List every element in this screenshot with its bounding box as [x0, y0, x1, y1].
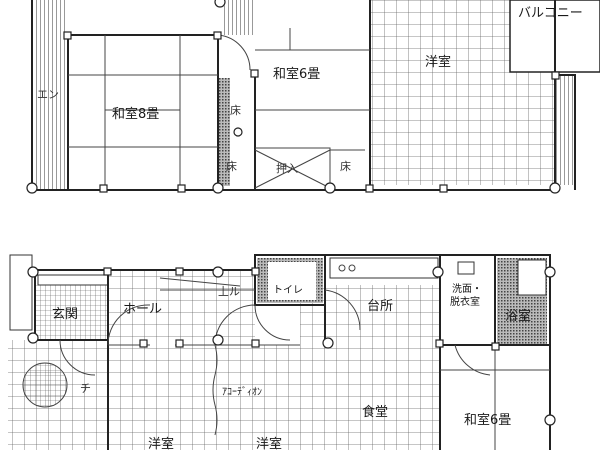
right-veranda	[555, 75, 573, 185]
upper-japanese-room-6-label: 和室6畳	[273, 66, 320, 82]
upper-left-corridor	[222, 0, 254, 35]
bathtub	[517, 259, 547, 296]
planter-strip	[9, 254, 33, 331]
entrance-label: 玄関	[52, 307, 78, 322]
kitchen-dining-floor	[300, 285, 440, 450]
spiral-plant	[22, 362, 68, 408]
lower-japanese-room-6-label: 和室6畳	[464, 412, 511, 428]
dining-label: 食堂	[362, 404, 388, 420]
toilet-inner	[268, 262, 316, 300]
hall-label: ホール	[123, 302, 162, 317]
western-rooms-floor	[108, 345, 300, 450]
engawa-area	[32, 0, 68, 190]
alcove-label-2: 床	[226, 159, 237, 173]
dressing-room-label: 脱衣室	[450, 295, 480, 308]
upper-floor: バルコニー 洋室 和室6畳 和室8畳 エン 床 床 押入 床	[26, 0, 600, 194]
kitchen-counter	[329, 257, 439, 279]
lower-floor: 玄関 ホール 上ル トイレ 台所 洗面・ 脱衣室 浴室 食堂 和室6畳 洋室 洋…	[8, 254, 556, 450]
partition-note: ｱｺｰﾃﾞｨｵﾝ	[222, 386, 262, 398]
alcove-label-3: 床	[340, 159, 351, 173]
japanese-room-8-label: 和室8畳	[112, 106, 159, 122]
closet-label: 押入	[276, 161, 298, 175]
alcove-label-1: 床	[230, 103, 241, 117]
sink-basin	[457, 261, 475, 275]
alcove-shade	[218, 78, 230, 186]
upper-columns	[26, 0, 561, 194]
lower-columns	[27, 266, 556, 426]
balcony-label: バルコニー	[518, 6, 583, 21]
kitchen-label: 台所	[367, 299, 393, 314]
entrance-floor	[35, 285, 108, 340]
toilet-label: トイレ	[273, 285, 303, 296]
engawa-label: エン	[37, 88, 59, 101]
porch-label: チ	[80, 382, 91, 395]
western-room-1-label: 洋室	[148, 436, 174, 450]
washroom-label: 洗面・	[452, 283, 482, 295]
entry-step	[37, 274, 109, 286]
upper-western-room-label: 洋室	[425, 54, 451, 70]
bathroom-label: 浴室	[505, 308, 531, 324]
stairs-up-label: 上ル	[218, 285, 240, 298]
western-room-2-label: 洋室	[256, 436, 282, 450]
